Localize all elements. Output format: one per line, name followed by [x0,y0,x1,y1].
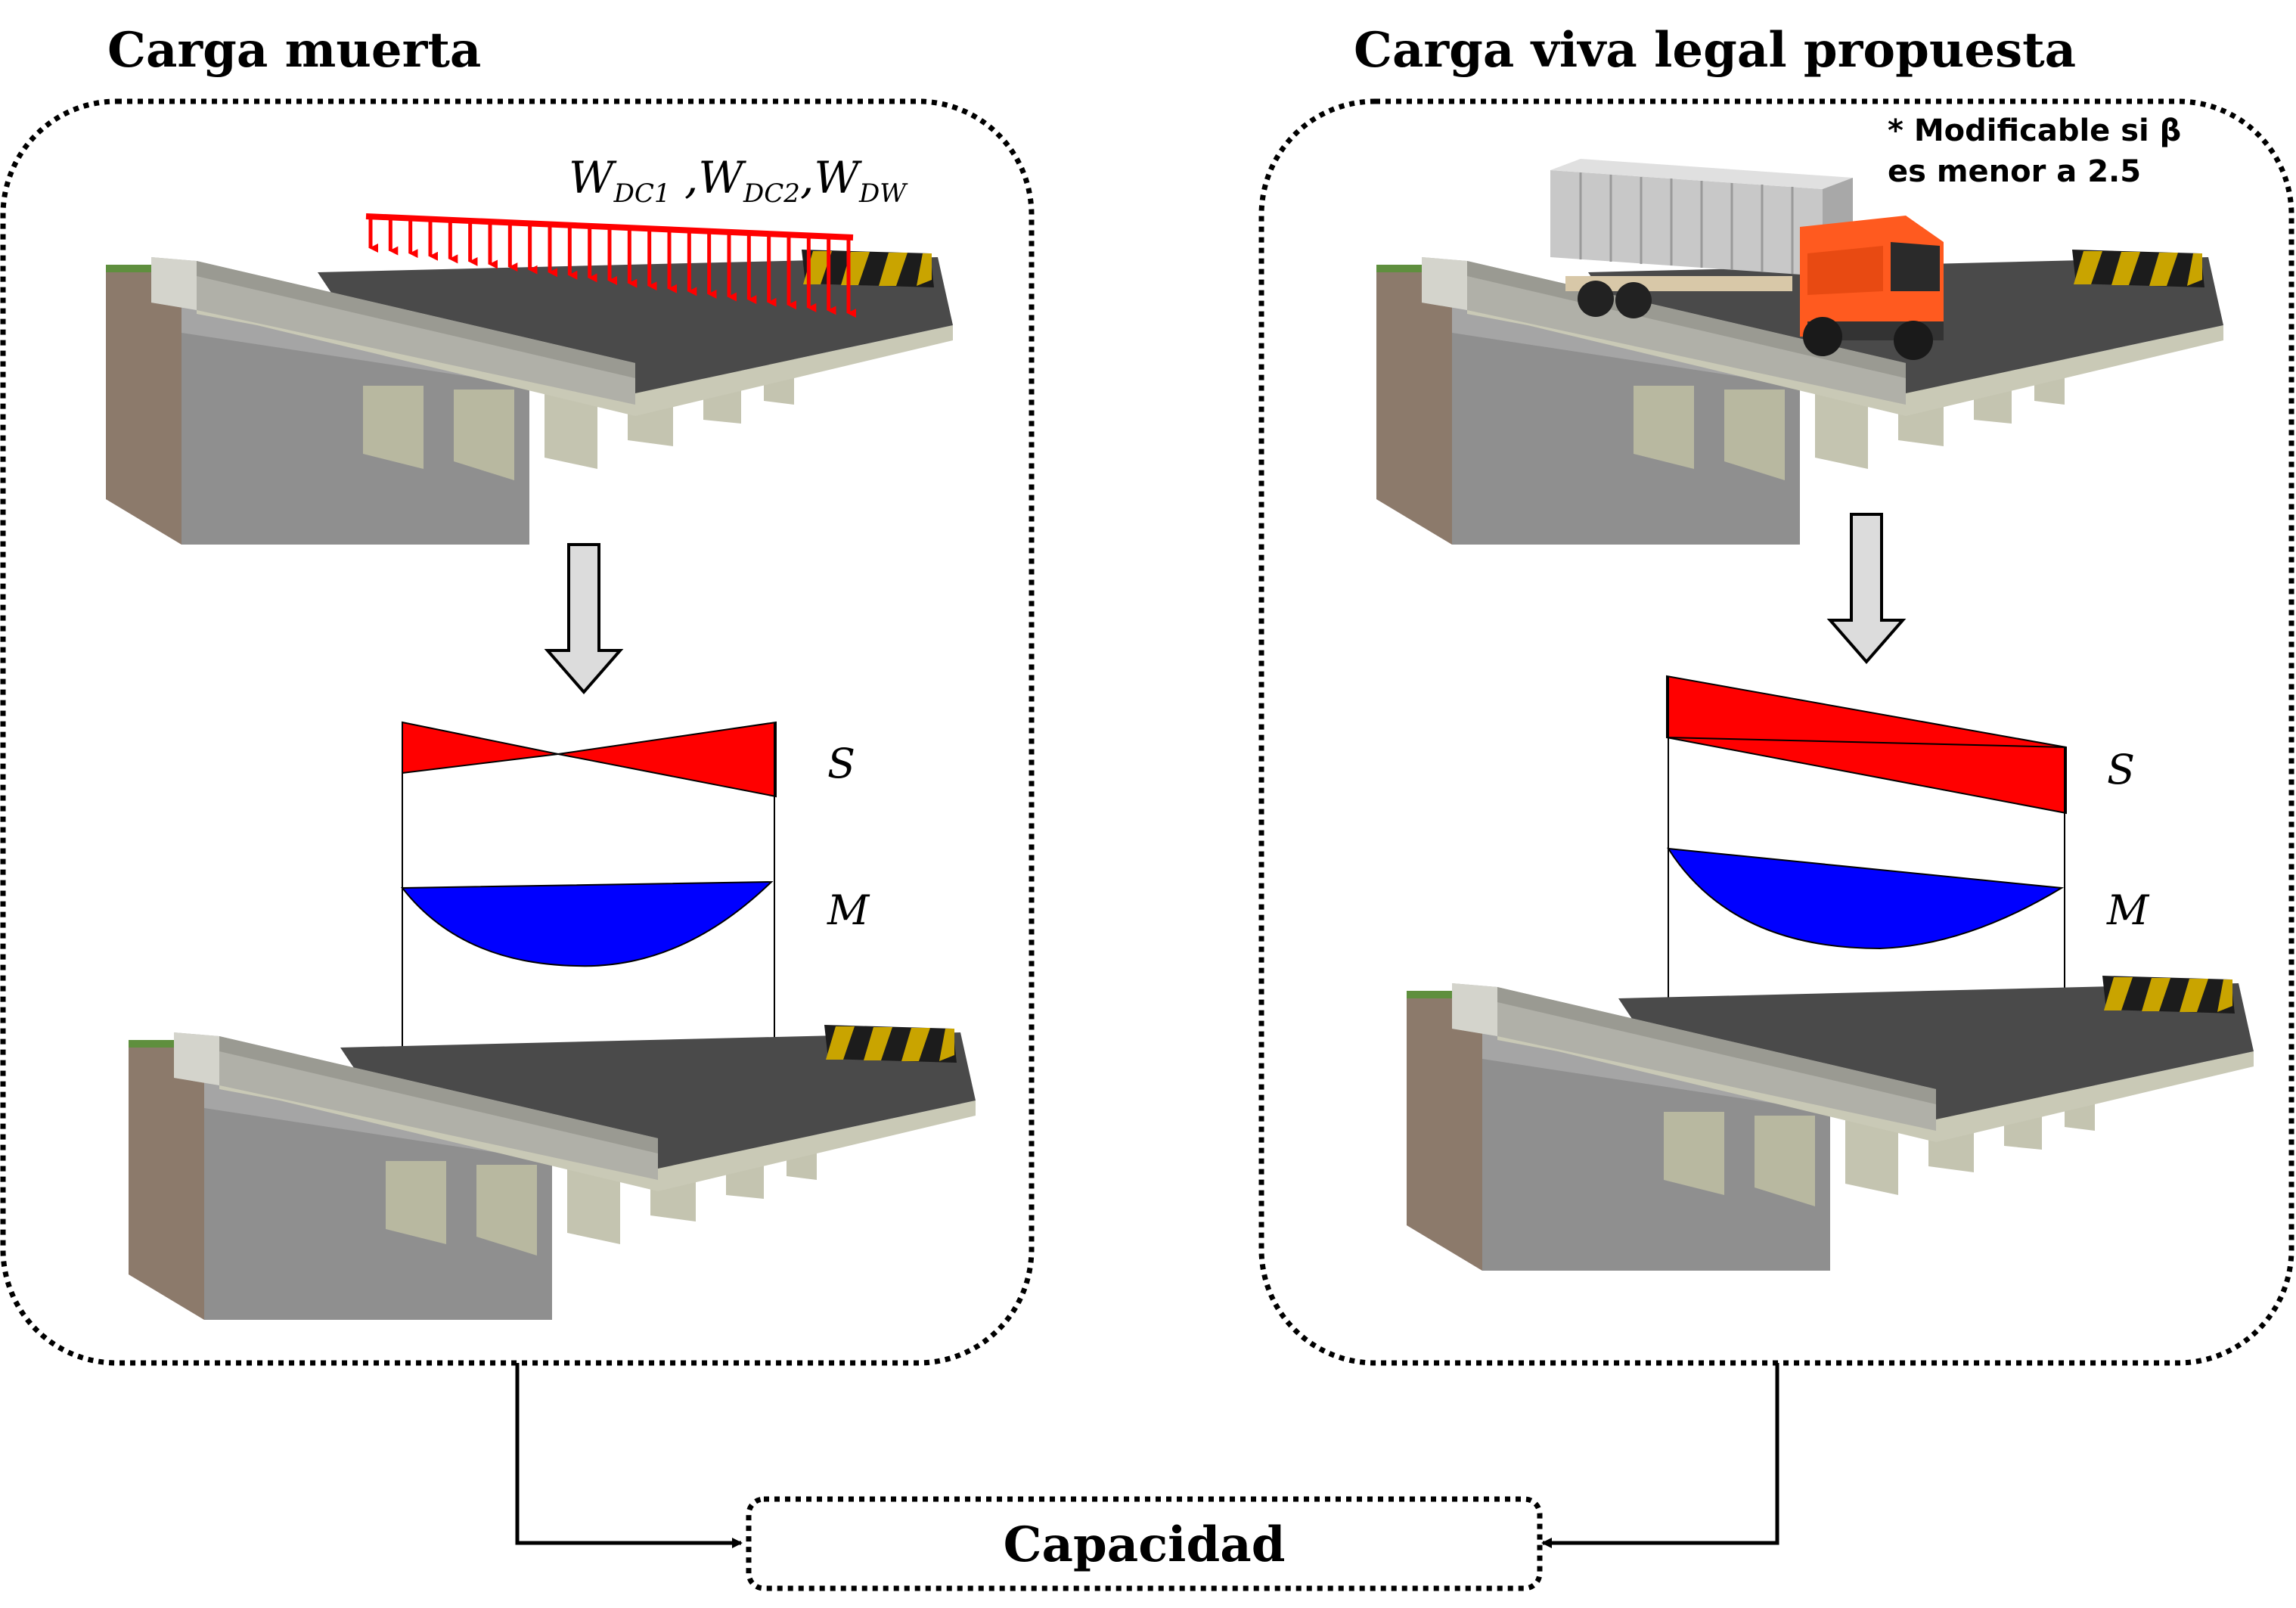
moment-diagram [400,880,774,967]
capacity-box [746,1496,1543,1591]
flow-connectors [515,1363,1779,1548]
shear-diagram-left-half [402,721,559,775]
bridge-icon [106,250,953,545]
shear-label-right: S [2107,746,2135,793]
shear-label: S [827,740,855,787]
down-arrow-icon [544,543,624,695]
connector-left [515,1363,743,1548]
right-panel: Carga viva legal propuesta * Modificable… [1258,22,2294,1366]
result-box: Capacidad [746,1496,1543,1591]
bridge-icon-bottom-right [1407,976,2254,1271]
moment-diagram-right [1667,847,2065,950]
dead-load-label: WDC1 ,WDC2,WDW [569,152,908,209]
shear-diagram [1666,675,2067,815]
dead-load-arrows-icon [365,213,856,318]
left-panel-title: Carga muerta [107,22,481,79]
beta-note-line1: * Modificable si β [1888,113,2181,148]
shear-diagram-right-half [557,721,777,798]
capacity-label: Capacidad [1004,1516,1286,1573]
connector-right [1541,1363,1779,1548]
moment-label: M [827,886,870,934]
bridge-icon-bottom [129,1025,976,1320]
beta-note-line2: es menor a 2.5 [1888,154,2141,189]
left-panel: Carga muerta WDC1 ,WDC2,WDW S M [0,22,1035,1366]
left-panel-border [0,98,1035,1366]
moment-label-right: M [2106,886,2150,934]
down-arrow-icon-right [1826,513,1907,665]
right-panel-title: Carga viva legal propuesta [1354,22,2076,79]
